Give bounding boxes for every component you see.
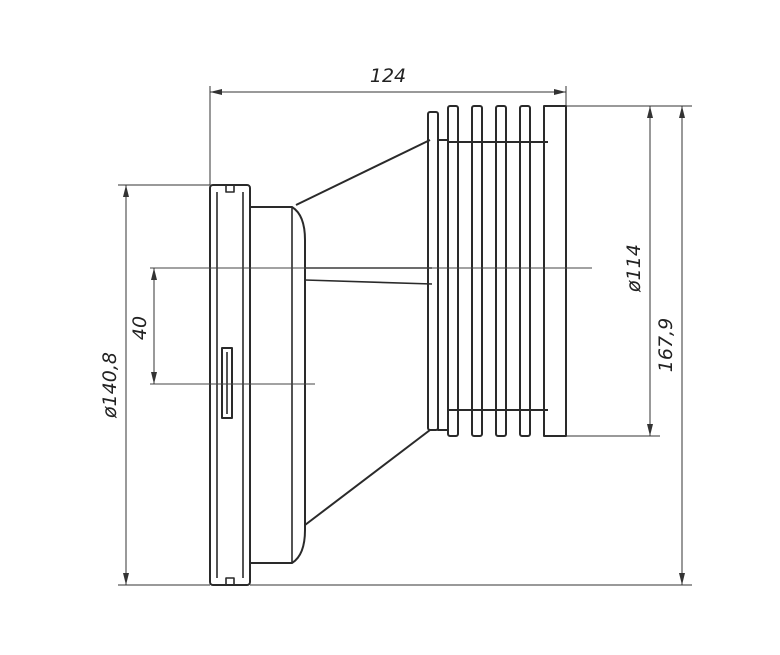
cone-top [295, 139, 431, 206]
collar [250, 206, 306, 564]
arrow-1679-bottom [679, 573, 685, 585]
arrow-114-top [647, 106, 653, 118]
fin-2 [471, 105, 483, 437]
arrow-40-bottom [151, 372, 157, 384]
arrow-40-top [151, 268, 157, 280]
arrow-1408-bottom [123, 573, 129, 585]
dim-offset: 40 [129, 268, 157, 384]
dim-outlet-span: 167,9 [250, 105, 692, 586]
cone-bottom [304, 429, 431, 526]
fin-4 [519, 105, 531, 437]
rib-1-base [437, 139, 449, 431]
fin-3 [495, 105, 507, 437]
dim-length-label: 124 [370, 65, 406, 87]
ribbed-outlet [427, 105, 567, 437]
dim-offset-label: 40 [129, 316, 151, 340]
flange-notch-bottom [225, 577, 235, 585]
flange-slot [221, 347, 233, 419]
fin-1 [447, 105, 459, 437]
dim-outlet-span-label: 167,9 [655, 318, 677, 372]
dim-length: 124 [209, 65, 567, 185]
arrow-1679-top [679, 106, 685, 118]
dim-outlet-diameter-label: ø114 [623, 244, 645, 293]
arrow-right [554, 89, 566, 95]
collar-outline [250, 206, 306, 564]
outlet-end [543, 105, 567, 437]
arrow-left [210, 89, 222, 95]
cone-band-lower [304, 279, 433, 285]
dim-inlet-diameter-label: ø140,8 [99, 352, 121, 419]
flange-outer [209, 184, 251, 586]
arrow-1408-top [123, 185, 129, 197]
dim-outlet-diameter: ø114 [566, 105, 660, 437]
inlet-flange [209, 184, 251, 586]
flange-notch-top [225, 185, 235, 193]
cone [295, 139, 433, 526]
dim-inlet-diameter: ø140,8 [99, 184, 210, 586]
rib-1 [427, 111, 439, 431]
arrow-114-bottom [647, 424, 653, 436]
